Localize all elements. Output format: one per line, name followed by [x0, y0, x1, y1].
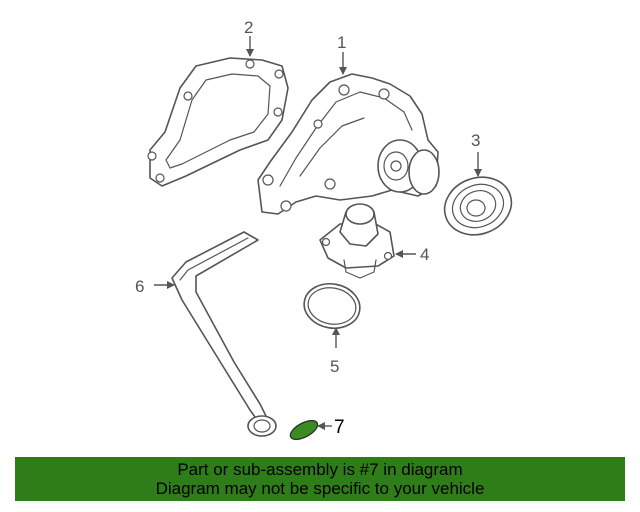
banner-line-1: Part or sub-assembly is #7 in diagram: [177, 460, 463, 479]
callout-1: 1: [337, 33, 346, 52]
part-4-thermostat-housing[interactable]: [319, 203, 395, 279]
part-5-seal[interactable]: [301, 279, 364, 332]
callout-7: 7: [334, 417, 345, 438]
callout-6: 6: [135, 277, 144, 296]
callout-4: 4: [420, 245, 429, 264]
part-2-gasket[interactable]: [147, 57, 289, 187]
info-banner: Part or sub-assembly is #7 in diagram Di…: [15, 457, 625, 501]
banner-line-2: Diagram may not be specific to your vehi…: [155, 479, 485, 498]
part-6-coolant-pipe[interactable]: [171, 231, 277, 437]
callout-2: 2: [244, 18, 253, 37]
part-1-water-pump[interactable]: [257, 73, 440, 215]
callout-arrows: [154, 36, 482, 430]
part-7-gasket[interactable]: [287, 417, 320, 443]
callout-3: 3: [471, 131, 480, 150]
callout-5: 5: [330, 357, 339, 376]
part-3-pulley[interactable]: [436, 168, 519, 244]
